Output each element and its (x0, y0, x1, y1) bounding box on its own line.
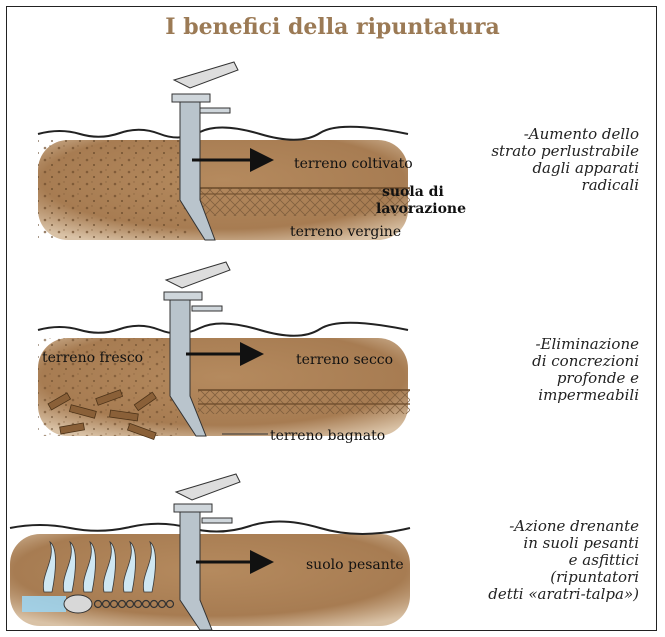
label-terreno-secco: terreno secco (296, 352, 393, 368)
water-drain (22, 596, 66, 612)
ground-surface (38, 323, 408, 336)
label-lavorazione: lavorazione (376, 201, 466, 217)
mole-plug (64, 595, 92, 613)
caption-line: profonde e (532, 370, 639, 387)
ground-surface (38, 127, 408, 140)
panel-3: suolo pesante (10, 474, 410, 630)
label-terreno-fresco: terreno fresco (42, 350, 143, 366)
label-suola-di: suola di (382, 184, 444, 200)
caption-line: in suoli pesanti (488, 535, 639, 552)
caption-line: e asfittici (488, 552, 639, 569)
caption-line: strato perlustrabile (491, 143, 639, 160)
label-terreno-vergine: terreno vergine (290, 224, 401, 240)
caption-panel-3: -Azione drenante in suoli pesanti e asfi… (488, 518, 639, 603)
caption-line: (ripuntatori (488, 569, 639, 586)
label-terreno-bagnato: terreno bagnato (270, 428, 385, 444)
caption-line: di concrezioni (532, 353, 639, 370)
caption-panel-1: -Aumento dello strato perlustrabile dagl… (491, 126, 639, 194)
caption-line: dagli apparati (491, 160, 639, 177)
caption-line: radicali (491, 177, 639, 194)
label-suolo-pesante: suolo pesante (306, 557, 404, 573)
caption-line: detti «aratri-talpa») (488, 586, 639, 603)
panel-1: terreno coltivato suola di lavorazione t… (38, 62, 466, 240)
caption-line: -Azione drenante (488, 518, 639, 535)
loose-soil-texture (38, 140, 188, 240)
panel-2: terreno fresco terreno secco terreno bag… (38, 262, 410, 444)
caption-line: -Eliminazione (532, 336, 639, 353)
caption-panel-2: -Eliminazione di concrezioni profonde e … (532, 336, 639, 404)
caption-line: -Aumento dello (491, 126, 639, 143)
caption-line: impermeabili (532, 387, 639, 404)
label-terreno-coltivato: terreno coltivato (294, 156, 413, 172)
impermeable-layer (198, 390, 410, 414)
